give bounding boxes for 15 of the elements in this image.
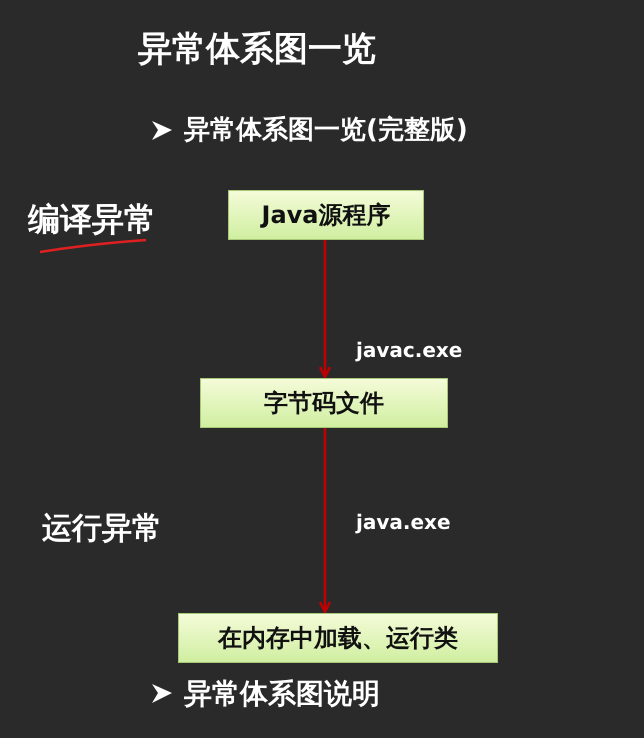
bullet-text: 异常体系图一览(完整版) <box>184 114 468 147</box>
bullet-text: 异常体系图说明 <box>184 676 380 712</box>
box-label: 在内存中加载、运行类 <box>218 623 458 654</box>
arrow <box>318 428 332 614</box>
arrow <box>318 240 332 378</box>
side-label: 编译异常 <box>28 199 156 240</box>
title: 异常体系图一览 <box>138 28 376 71</box>
edge-label: java.exe <box>356 510 451 534</box>
box-label: 字节码文件 <box>264 388 384 419</box>
process-box <box>200 378 448 428</box>
side-label: 运行异常 <box>42 510 162 548</box>
box-label: Java源程序 <box>262 200 390 231</box>
process-box <box>228 190 424 240</box>
process-box <box>178 613 498 663</box>
edge-label: javac.exe <box>356 338 462 362</box>
